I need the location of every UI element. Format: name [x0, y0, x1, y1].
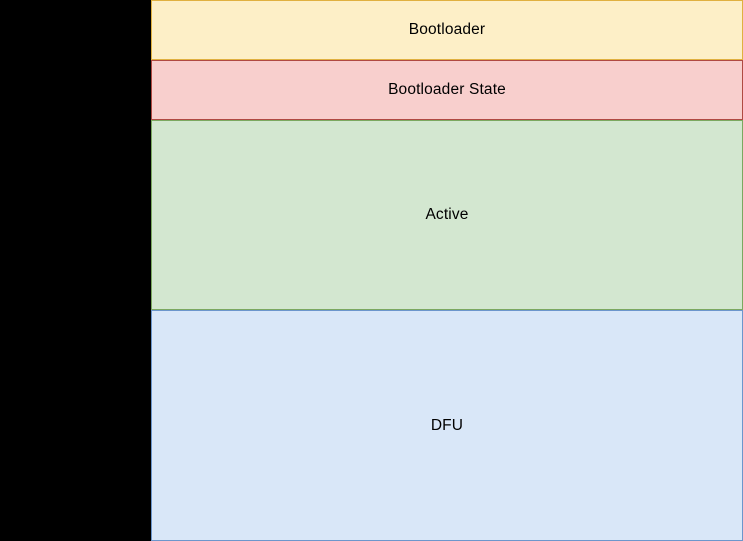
memory-region-dfu[interactable]: DFU — [151, 310, 743, 541]
memory-region-bootloader[interactable]: Bootloader — [151, 0, 743, 60]
memory-region-stack: Bootloader Bootloader State Active DFU — [151, 0, 743, 541]
memory-region-active[interactable]: Active — [151, 120, 743, 310]
memory-region-active-label: Active — [425, 206, 469, 224]
memory-region-bootloader-label: Bootloader — [408, 21, 486, 39]
memory-region-bootloader-state[interactable]: Bootloader State — [151, 60, 743, 120]
memory-region-dfu-label: DFU — [430, 416, 464, 434]
memory-region-bootloader-state-label: Bootloader State — [388, 81, 506, 99]
left-black-gutter — [0, 0, 151, 541]
